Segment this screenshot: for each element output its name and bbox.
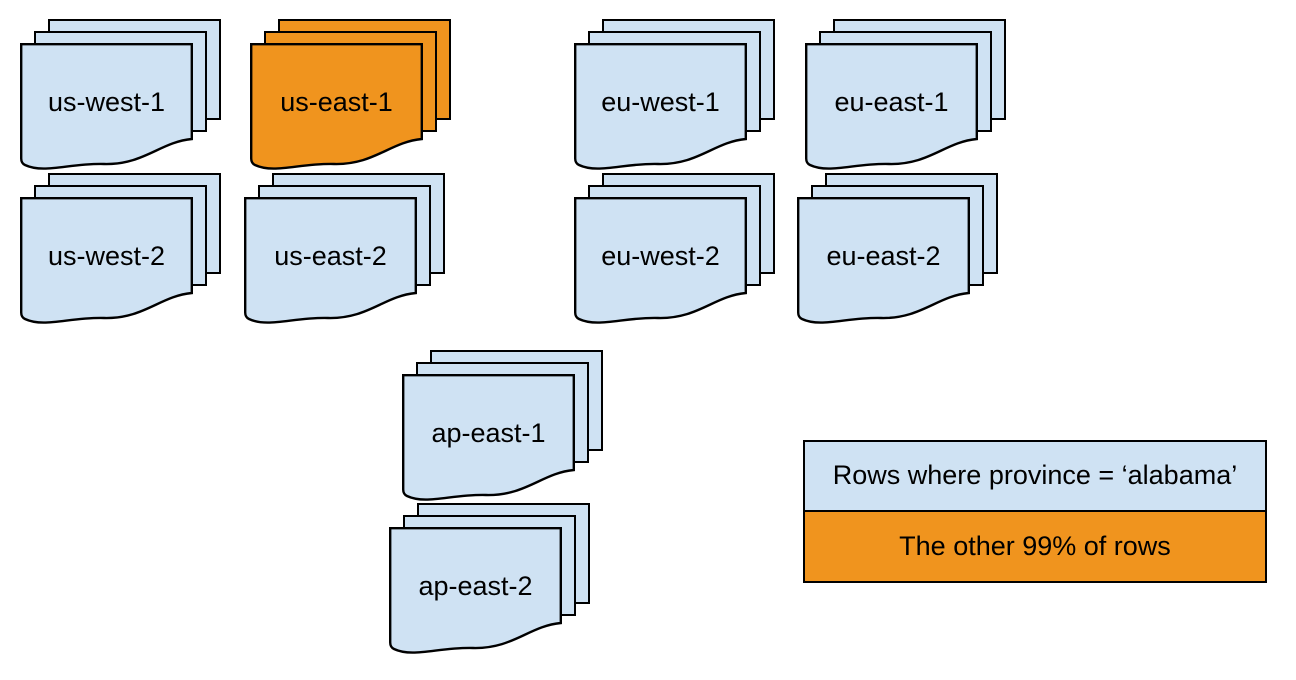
document-shape-icon: [805, 43, 978, 170]
region-label: eu-east-2: [826, 240, 941, 271]
region-label: us-east-1: [280, 86, 393, 117]
document-shape-icon: [574, 43, 747, 170]
legend: Rows where province = ‘alabama’ The othe…: [803, 440, 1267, 583]
region-label: us-west-2: [47, 240, 166, 271]
document-shape-icon: [402, 374, 575, 501]
region-label: eu-west-2: [601, 240, 720, 271]
region-stack-us-west-1: us-west-1: [20, 19, 221, 170]
region-label: eu-west-1: [601, 86, 720, 117]
region-stack-us-east-1: us-east-1: [250, 19, 451, 170]
legend-item-alabama-rows: Rows where province = ‘alabama’: [805, 442, 1265, 512]
region-stack-eu-east-1: eu-east-1: [805, 19, 1006, 170]
region-stack-eu-east-2: eu-east-2: [797, 173, 998, 324]
region-label: ap-east-1: [431, 417, 546, 448]
region-stack-eu-west-1: eu-west-1: [574, 19, 775, 170]
region-stack-ap-east-1: ap-east-1: [402, 350, 603, 501]
region-stack-us-west-2: us-west-2: [20, 173, 221, 324]
region-label: us-west-1: [47, 86, 166, 117]
document-shape-icon: [797, 197, 970, 324]
document-shape-icon: [20, 197, 193, 324]
legend-label-alabama-rows: Rows where province = ‘alabama’: [832, 460, 1238, 491]
document-shape-icon: [20, 43, 193, 170]
legend-item-other-rows: The other 99% of rows: [805, 511, 1265, 581]
document-shape-icon: [574, 197, 747, 324]
region-label: us-east-2: [274, 240, 387, 271]
document-shape-icon: [250, 43, 423, 170]
region-stack-us-east-2: us-east-2: [244, 173, 445, 324]
document-shape-icon: [244, 197, 417, 324]
region-stack-eu-west-2: eu-west-2: [574, 173, 775, 324]
region-label: eu-east-1: [834, 86, 949, 117]
region-label: ap-east-2: [418, 570, 533, 601]
legend-label-other-rows: The other 99% of rows: [899, 530, 1171, 561]
region-stack-ap-east-2: ap-east-2: [389, 503, 590, 654]
document-shape-icon: [389, 527, 562, 654]
